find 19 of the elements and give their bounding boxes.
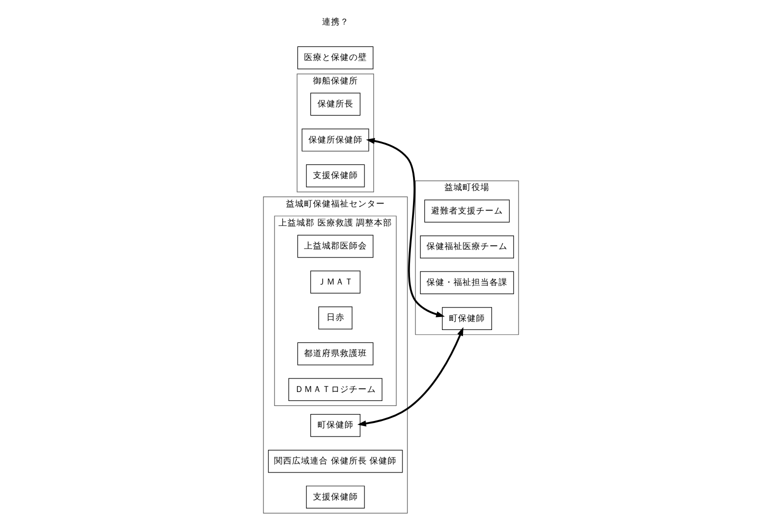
node-box: 都道府県救護班: [297, 342, 374, 366]
node-box: 町保健師: [310, 414, 360, 437]
node-box: 支援保健師: [306, 164, 365, 188]
label: 連携？: [322, 17, 349, 28]
node-box: 町保健師: [442, 307, 492, 330]
node-box: 保健所長: [310, 92, 360, 116]
node-box: 保健所保健師: [302, 128, 370, 152]
node-box: 保健福祉医療チーム: [420, 235, 514, 258]
node-box: ＤＭＡＴロジチーム: [288, 378, 382, 402]
node-box: 日赤: [318, 306, 352, 330]
node-box: 保健・福祉担当各課: [420, 271, 514, 294]
arrow: [357, 327, 464, 427]
node-box: ＪＭＡＴ: [310, 270, 360, 294]
node-box: 上益城郡医師会: [297, 234, 374, 258]
node-box: 避難者支援チーム: [424, 200, 510, 222]
node-box: 支援保健師: [306, 486, 365, 509]
node-box: 関西広域連合 保健所長 保健師: [268, 450, 403, 473]
arrow: [366, 138, 445, 318]
node-box: 医療と保健の壁: [297, 46, 374, 70]
